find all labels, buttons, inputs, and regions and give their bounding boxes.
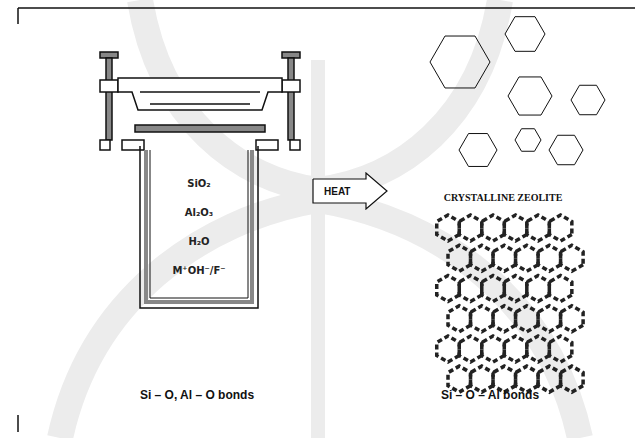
- framework-ring: [538, 366, 561, 392]
- framework-ring: [549, 215, 572, 241]
- framework-ring: [538, 306, 561, 332]
- autoclave-vessel: [140, 146, 258, 308]
- product-label: CRYSTALLINE ZEOLITE: [444, 192, 563, 203]
- framework-ring: [538, 245, 561, 271]
- reagent-label: Al₂O₃: [150, 198, 248, 227]
- framework-ring: [437, 336, 460, 362]
- frame-line: [18, 7, 635, 9]
- frame-line: [17, 415, 19, 432]
- watermark: [60, 0, 580, 438]
- crystal-hexagon: [508, 77, 552, 115]
- autoclave-lid: [100, 52, 300, 150]
- framework-ring: [437, 215, 460, 241]
- framework-ring: [471, 306, 494, 332]
- framework-ring: [459, 336, 482, 362]
- framework-ring: [504, 215, 527, 241]
- crystal-hexagon: [505, 17, 545, 52]
- framework-ring: [448, 306, 471, 332]
- framework-ring: [561, 306, 584, 332]
- framework-ring: [482, 215, 505, 241]
- arrow-label: HEAT: [312, 186, 350, 197]
- crystal-hexagon: [430, 36, 490, 88]
- bond-label: Si – O – Al bonds: [441, 388, 539, 402]
- framework-ring: [448, 245, 471, 271]
- framework-ring: [482, 336, 505, 362]
- framework-ring: [516, 306, 539, 332]
- crystal-hexagon: [459, 134, 497, 167]
- frame-line: [17, 8, 19, 24]
- framework-ring: [527, 275, 550, 301]
- framework-ring: [471, 245, 494, 271]
- bond-label: Si – O, Al – O bonds: [140, 388, 254, 402]
- framework-ring: [504, 275, 527, 301]
- zeolite-crystals: [430, 17, 605, 167]
- framework-ring: [516, 245, 539, 271]
- framework-ring: [561, 245, 584, 271]
- reagent-label: SiO₂: [150, 169, 248, 198]
- framework-ring: [549, 275, 572, 301]
- framework-ring: [459, 275, 482, 301]
- zeolite-framework: [437, 215, 583, 392]
- reagent-label: M⁺OH⁻/F⁻: [150, 256, 248, 285]
- framework-ring: [459, 215, 482, 241]
- reagent-label: H₂O: [150, 227, 248, 256]
- framework-ring: [482, 275, 505, 301]
- framework-ring: [493, 306, 516, 332]
- framework-ring: [527, 336, 550, 362]
- crystal-hexagon: [571, 85, 605, 114]
- autoclave-contents: SiO₂Al₂O₃H₂OM⁺OH⁻/F⁻: [150, 158, 248, 296]
- framework-ring: [527, 215, 550, 241]
- framework-ring: [437, 275, 460, 301]
- heat-arrow: HEAT: [312, 172, 388, 210]
- crystal-hexagon: [515, 129, 541, 152]
- crystal-hexagon: [549, 135, 583, 164]
- arrow-outline: [313, 173, 387, 209]
- framework-ring: [493, 245, 516, 271]
- framework-ring: [504, 336, 527, 362]
- framework-ring: [549, 336, 572, 362]
- framework-ring: [561, 366, 584, 392]
